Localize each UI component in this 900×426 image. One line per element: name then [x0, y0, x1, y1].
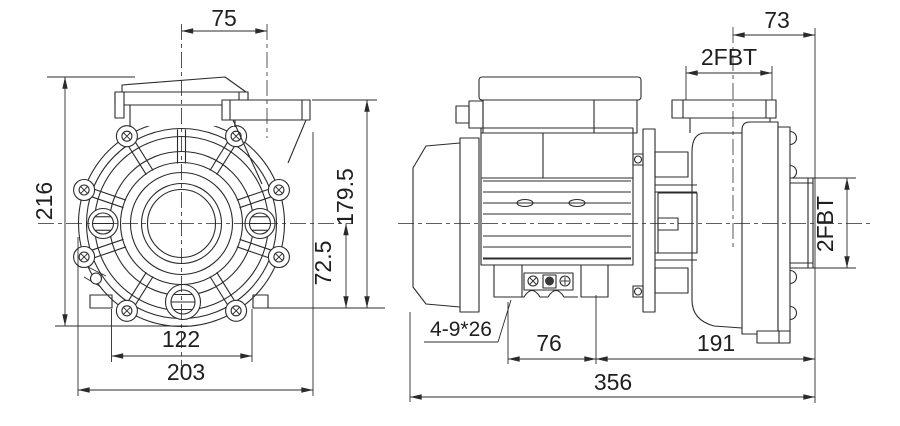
dim-outlet-height-label: 179.5	[332, 168, 358, 226]
casing-rib-line	[91, 238, 124, 251]
cover-bolt-head	[789, 305, 798, 321]
cover-bolt-head	[789, 130, 798, 146]
dim-outlet-port-label: 2FBT	[701, 44, 757, 70]
screw-head	[230, 305, 242, 317]
casing-rib-line	[134, 141, 154, 171]
casing-rib-line	[127, 145, 147, 175]
casing-rib-line	[91, 196, 124, 209]
screw-head	[273, 184, 285, 196]
motor-shaft	[657, 217, 679, 231]
dim-outlet-offset-label: 73	[764, 7, 790, 33]
front-view	[73, 76, 311, 328]
motor-cooling-fins	[483, 180, 631, 259]
side-view	[412, 76, 814, 344]
casing-rib-line	[216, 145, 236, 175]
side-dimensions: 73 2FBT 2FBT 4-9*26 76 191 356	[409, 7, 856, 403]
screw-head	[78, 251, 90, 263]
casing-rib-line	[209, 276, 229, 306]
casing-rib-line	[93, 246, 127, 259]
dim-mount-slots-label: 4-9*26	[430, 318, 492, 341]
dim-overall-length-label: 356	[594, 369, 632, 395]
drain-plugs	[87, 207, 276, 321]
casing-ribs	[91, 129, 272, 306]
casing-rib-line	[236, 246, 270, 259]
casing-rib-line	[209, 141, 229, 171]
screw-cross	[275, 253, 283, 261]
cover-bolt-head	[789, 269, 798, 285]
pump-front-cover	[741, 121, 814, 344]
screw-head	[230, 130, 242, 142]
bottom-lug	[756, 330, 791, 344]
screw-cross	[80, 186, 88, 194]
discharge-flange-side	[671, 99, 777, 119]
dim-overall-height-label: 216	[31, 182, 57, 220]
front-dimensions: 75 216 179.5 72.5 122 203	[31, 5, 385, 396]
screw-cross	[232, 307, 240, 315]
screw-cross	[232, 132, 240, 140]
terminal-box	[455, 76, 642, 134]
screw-cross	[123, 307, 131, 315]
plug-inner	[91, 212, 115, 235]
dim-center-height-label: 72.5	[310, 241, 336, 286]
dim-outlet-offset-x-label: 75	[211, 5, 237, 31]
casing-rib-line	[134, 276, 154, 306]
dim-overall-width-label: 203	[167, 359, 205, 385]
screw-cross	[80, 253, 88, 261]
cover-bolt-head	[789, 164, 798, 180]
casing-rib-line	[239, 238, 272, 251]
cable-gland	[455, 105, 470, 124]
casing-rib-line	[216, 272, 236, 302]
suction-port	[789, 177, 814, 269]
screw-cross	[275, 186, 283, 194]
plug-inner	[170, 289, 196, 315]
centerlines	[38, 24, 872, 366]
casing-rib-line	[239, 196, 272, 209]
dim-foot-width-label: 122	[162, 326, 200, 352]
casing-rib-line	[127, 272, 147, 302]
casing-screw-bosses	[73, 125, 290, 322]
screw-head	[273, 251, 285, 263]
bracket-plate	[632, 128, 656, 313]
casing-rib-line	[93, 188, 127, 201]
fan-cover	[412, 137, 480, 313]
top-cap	[114, 76, 249, 127]
discharge-flange-front	[221, 99, 311, 185]
dim-suction-port-label: 2FBT	[812, 196, 838, 252]
screw-head	[121, 130, 133, 142]
screw-head	[78, 184, 90, 196]
screw-cross	[123, 132, 131, 140]
motor-body	[480, 127, 634, 266]
dim-pump-length-label: 191	[697, 330, 735, 356]
casing-rib-line	[236, 188, 270, 201]
screw-head	[121, 305, 133, 317]
clamp-detail	[83, 266, 107, 288]
motor-feet	[493, 264, 609, 298]
dim-foot-length-label: 76	[536, 330, 562, 356]
seal-housing	[654, 151, 698, 294]
